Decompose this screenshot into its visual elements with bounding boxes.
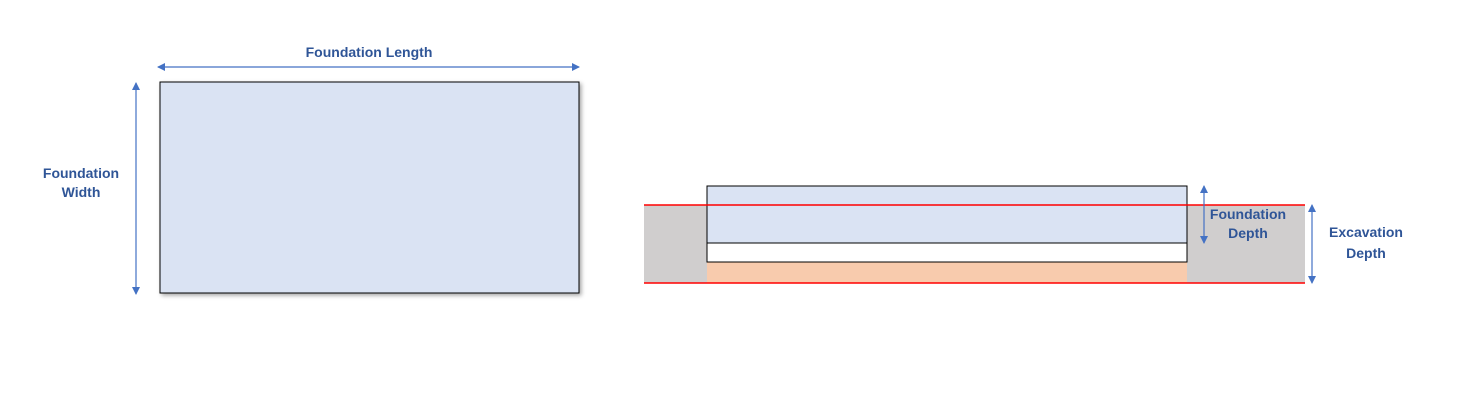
foundation-width-label-line2: Width (62, 184, 101, 200)
soil-left (644, 205, 707, 283)
excavation-depth-label-line2: Depth (1346, 245, 1386, 261)
excavation-depth-label-line1: Excavation (1329, 224, 1403, 240)
foundation-plan-rect (159, 81, 580, 294)
foundation-slab (706, 185, 1188, 244)
section-view: Foundation Depth Excavation Depth (644, 185, 1403, 284)
foundation-width-label-line1: Foundation (43, 165, 119, 181)
foundation-length-label: Foundation Length (306, 44, 433, 60)
plan-view: Foundation Length Foundation Width (43, 44, 580, 295)
bedding-layer (707, 262, 1187, 283)
foundation-depth-label-line1: Foundation (1210, 206, 1286, 222)
gap-layer (706, 242, 1188, 263)
foundation-depth-label-line2: Depth (1228, 225, 1268, 241)
